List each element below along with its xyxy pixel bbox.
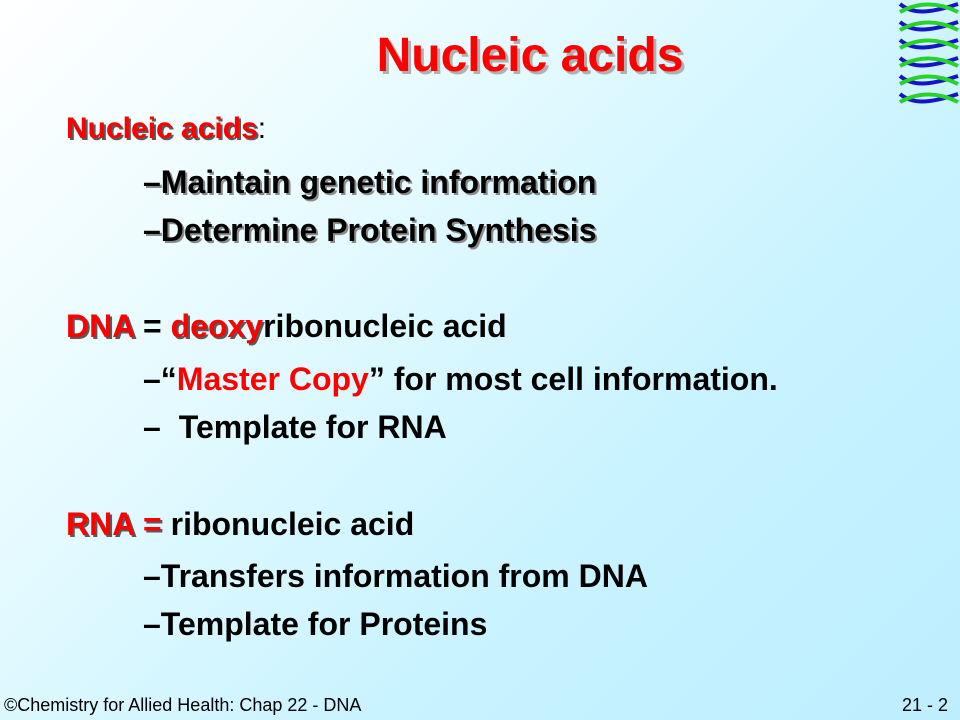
- list-item-text: Transfers information from DNA: [160, 558, 648, 594]
- heading-colon: :: [257, 112, 267, 145]
- bullet-dash: –: [143, 212, 161, 248]
- list-item-text: for most cell information.: [384, 361, 778, 397]
- close-quote: ”: [368, 361, 385, 397]
- bullet-dash: –: [143, 558, 161, 594]
- list-item: –Template for Proteins: [143, 606, 487, 643]
- page-number: 21 - 2: [901, 695, 948, 715]
- dna-helix-icon: [898, 2, 959, 104]
- list-item: –“Master Copy” for most cell information…: [143, 361, 778, 398]
- list-item-text: Template for Proteins: [160, 606, 488, 642]
- list-item-text: Maintain genetic information: [160, 164, 597, 200]
- rna-definition: RNA = ribonucleic acid: [66, 506, 414, 543]
- dna-term: DNA: [66, 308, 135, 344]
- list-item: –Transfers information from DNA: [143, 558, 648, 595]
- nucleic-acids-heading: Nucleic acids:: [66, 112, 266, 146]
- list-item-text: Determine Protein Synthesis: [160, 212, 597, 248]
- dna-definition: DNA = deoxyribonucleic acid: [66, 308, 507, 345]
- dna-definition-rest: ribonucleic acid: [263, 308, 507, 344]
- list-item: –Maintain genetic information: [143, 164, 596, 201]
- bullet-dash: –: [143, 409, 161, 445]
- equals-sign: =: [134, 308, 171, 344]
- list-item: –Determine Protein Synthesis: [143, 212, 596, 249]
- deoxy-prefix: deoxy: [170, 308, 264, 344]
- slide-title: Nucleic acids: [376, 29, 684, 82]
- footer-left: ©Chemistry for Allied Health: Chap 22 - …: [4, 695, 362, 715]
- bullet-dash: –: [143, 361, 161, 397]
- open-quote: “: [160, 361, 177, 397]
- bullet-dash: –: [143, 164, 161, 200]
- bullet-dash: –: [143, 606, 161, 642]
- rna-term: RNA =: [66, 506, 162, 542]
- rna-definition-rest: ribonucleic acid: [161, 506, 415, 542]
- list-item-text: Template for RNA: [178, 409, 447, 445]
- master-copy-highlight: Master Copy: [176, 361, 369, 397]
- list-item: –Template for RNA: [143, 409, 447, 446]
- heading-term: Nucleic acids: [66, 112, 258, 145]
